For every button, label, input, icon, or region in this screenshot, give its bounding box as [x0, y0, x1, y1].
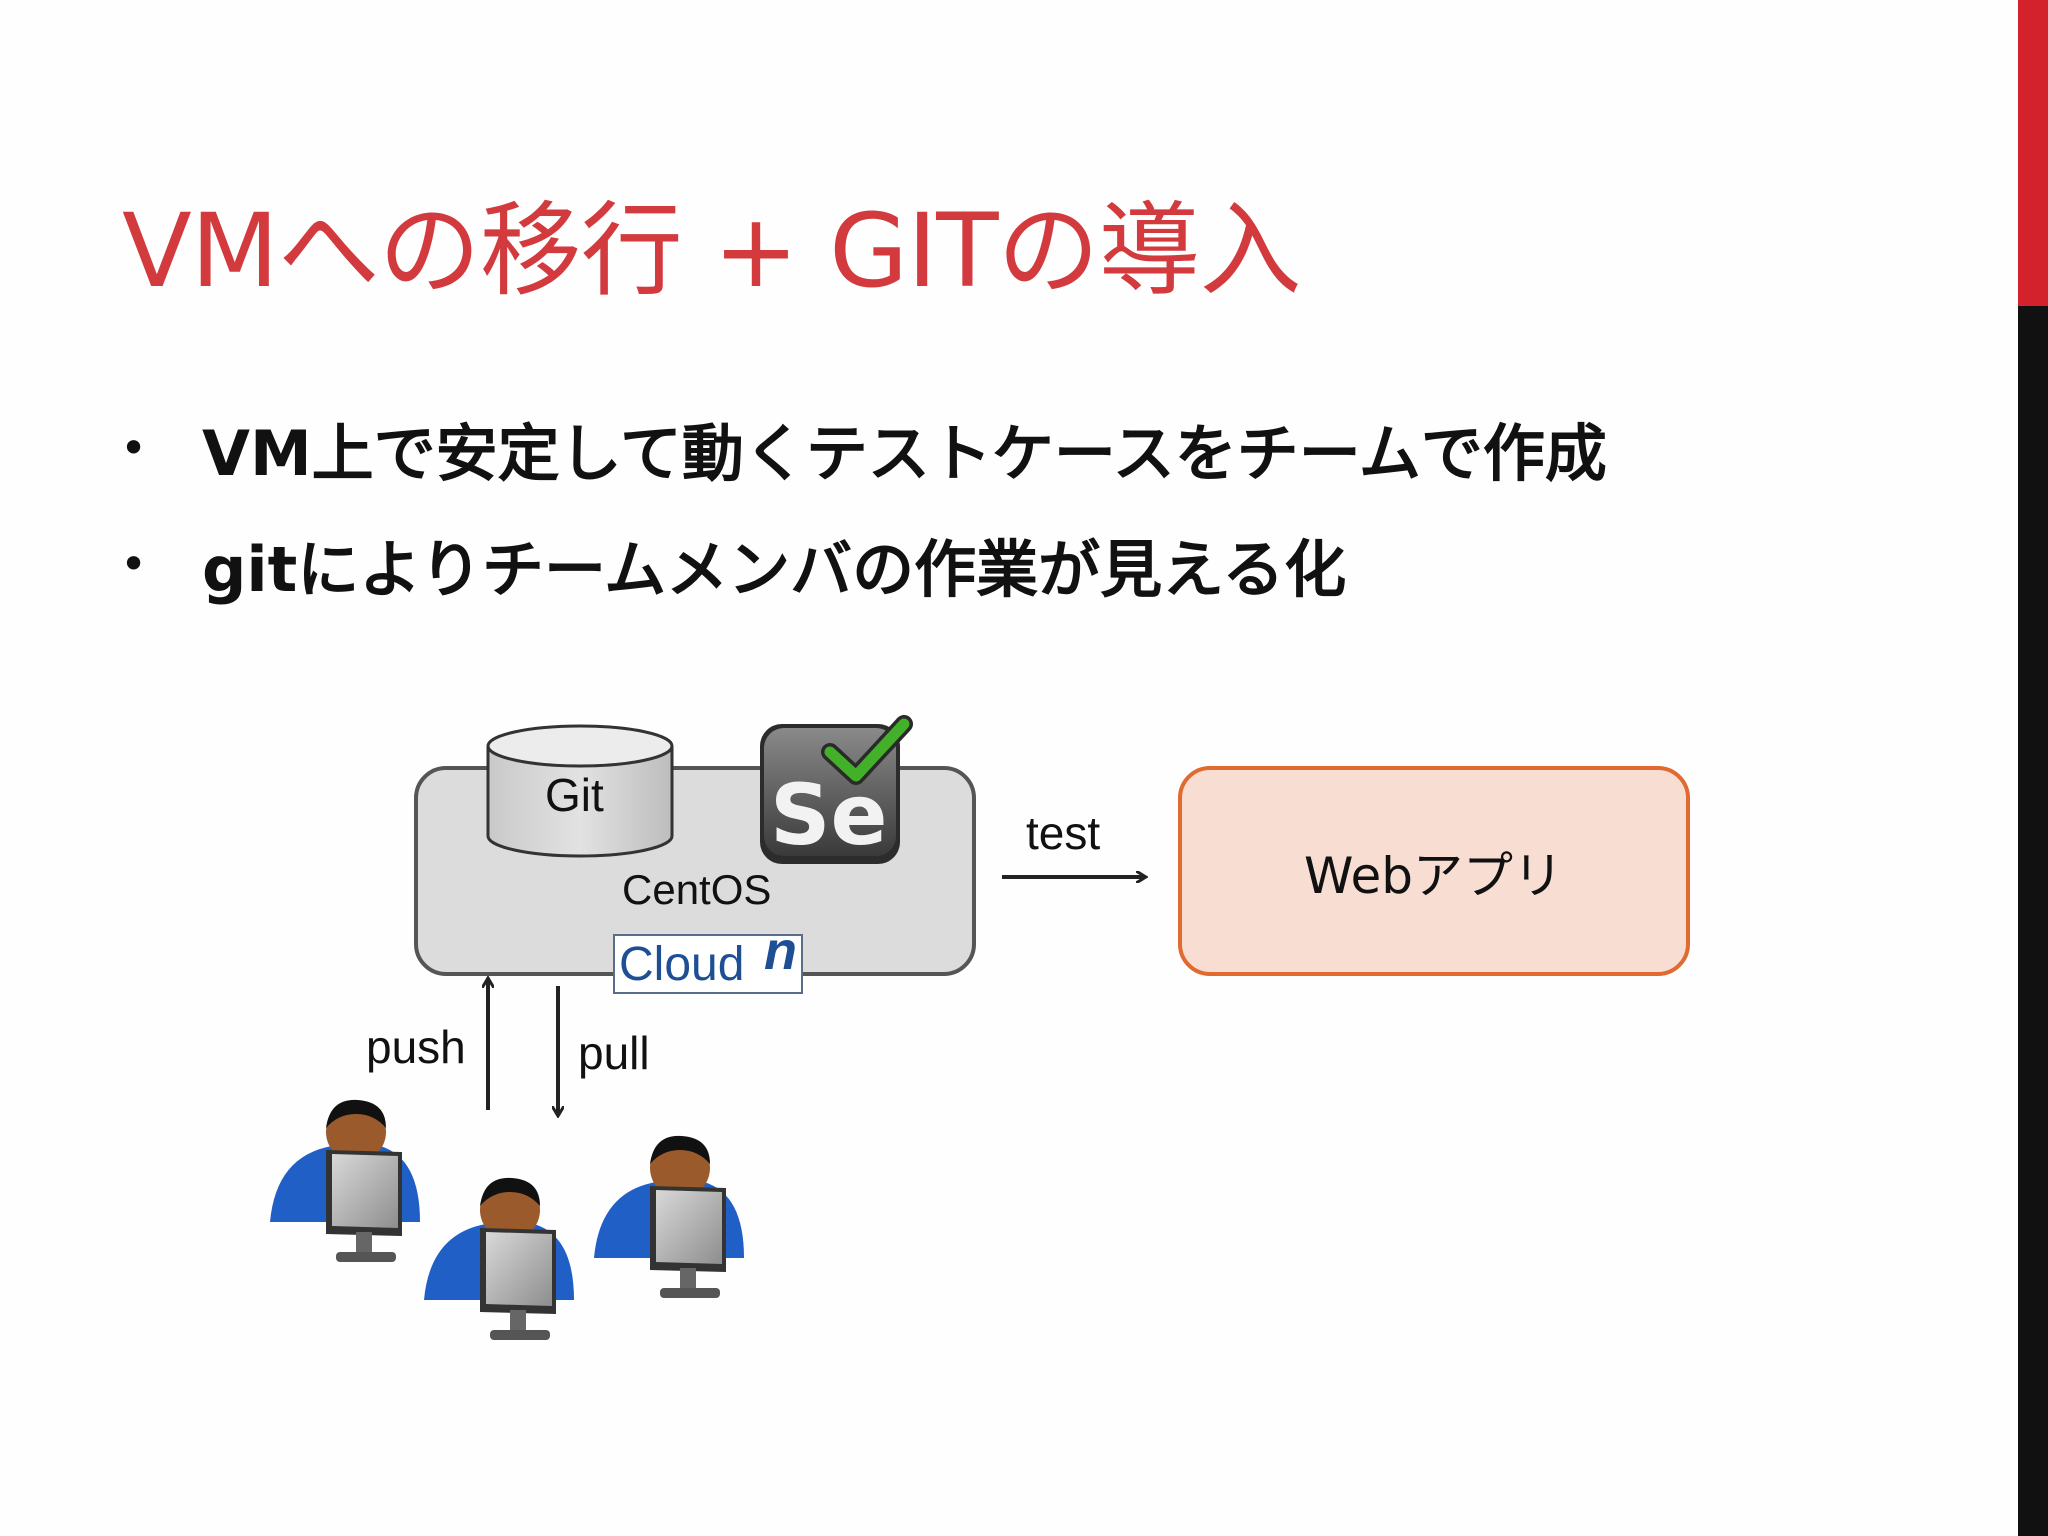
user-computer-icon: [270, 1099, 420, 1262]
centos-label: CentOS: [622, 866, 772, 913]
bullet-dot: •: [120, 421, 148, 475]
pull-label: pull: [578, 1027, 650, 1079]
webapp-box: [1178, 766, 1690, 976]
bullet-text: VM上で安定して動くテストケースをチームで作成: [202, 417, 1607, 490]
user-computer-icon: [594, 1135, 744, 1298]
cloudn-logo-superscript: n: [764, 921, 797, 981]
accent-bar-red: [2018, 0, 2048, 306]
cloudn-logo: Cloud n: [613, 921, 803, 994]
selenium-icon: Se: [760, 715, 913, 864]
test-label: test: [1026, 807, 1101, 859]
git-label: Git: [545, 769, 604, 821]
bullet-item: • gitによりチームメンバの作業が見える化: [120, 506, 1607, 622]
push-label: push: [366, 1021, 466, 1073]
git-repository-icon: [486, 724, 674, 858]
bullet-list: • VM上で安定して動くテストケースをチームで作成 • gitによりチームメンバ…: [120, 390, 1607, 622]
bullet-item: • VM上で安定して動くテストケースをチームで作成: [120, 390, 1607, 506]
accent-bar-dark: [2018, 306, 2048, 1536]
bullet-dot: •: [120, 537, 148, 591]
cloudn-logo-word: Cloud: [619, 938, 745, 991]
bullet-text: gitによりチームメンバの作業が見える化: [202, 533, 1347, 606]
user-computer-icon: [424, 1177, 574, 1340]
selenium-logo-text: Se: [770, 766, 887, 864]
slide-title: VMへの移行 + GITの導入: [122, 192, 1302, 311]
webapp-label: Webアプリ: [1304, 847, 1564, 905]
